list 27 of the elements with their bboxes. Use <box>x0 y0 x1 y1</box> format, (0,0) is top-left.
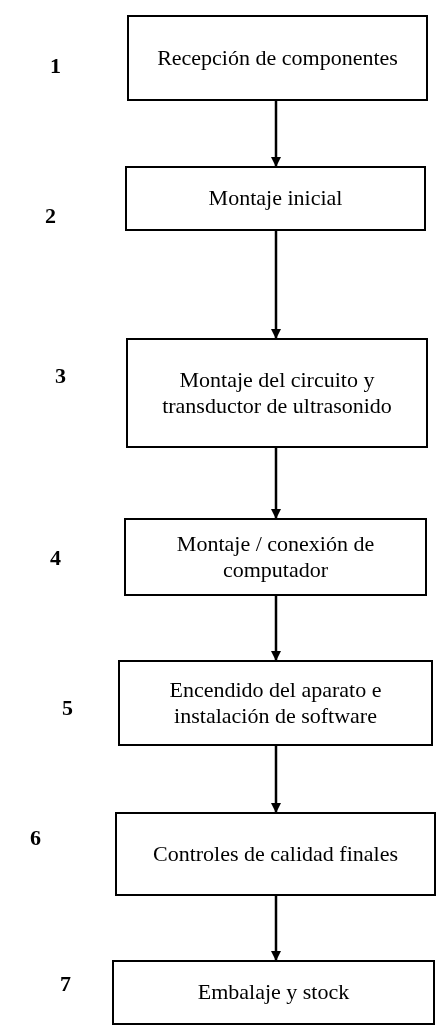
arrow <box>271 596 281 661</box>
process-box <box>124 518 427 596</box>
process-box <box>115 812 436 896</box>
arrow <box>271 896 281 961</box>
arrow <box>271 746 281 813</box>
arrow <box>271 101 281 167</box>
process-box <box>112 960 435 1025</box>
step-number: 1 <box>50 55 61 77</box>
step-number: 2 <box>45 205 56 227</box>
step-number: 3 <box>55 365 66 387</box>
process-box <box>127 15 428 101</box>
process-box <box>118 660 433 746</box>
step-number: 4 <box>50 547 61 569</box>
step-text: Controles de calidad finales <box>153 840 398 868</box>
step-number: 6 <box>30 827 41 849</box>
process-box <box>126 338 428 448</box>
step-text: Montaje del circuito y transductor de ultrasonido <box>161 366 393 420</box>
step-number: 5 <box>62 697 73 719</box>
arrow <box>271 231 281 339</box>
step-text: Embalaje y stock <box>197 979 350 1006</box>
step-text: Montaje / conexión de computador <box>175 530 376 584</box>
step-text: Encendido del aparato e instalación de software <box>168 676 383 730</box>
step-text: Montaje inicial <box>208 185 343 212</box>
process-box <box>125 166 426 231</box>
step-number: 7 <box>60 973 71 995</box>
arrow <box>271 448 281 519</box>
step-text: Recepción de componentes <box>157 44 398 72</box>
